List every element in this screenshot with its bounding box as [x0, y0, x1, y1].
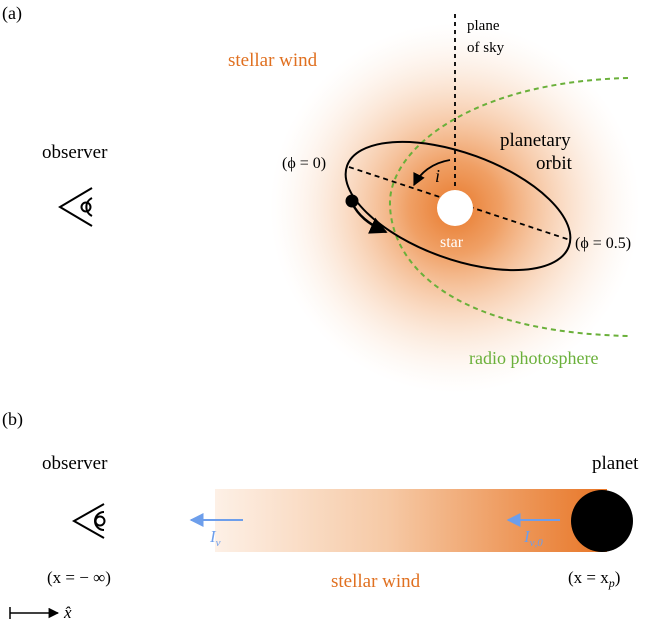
stellar-wind-label: stellar wind: [228, 50, 318, 71]
planet-label: planet: [592, 453, 639, 474]
panel-b: (b) observer planet Iν Iν,0 (x = − ∞) (x…: [2, 409, 639, 622]
observer-label-a: observer: [42, 142, 108, 163]
planetary-orbit-label-2: orbit: [536, 153, 573, 174]
star-label: star: [440, 234, 464, 251]
planet-marker: [345, 194, 359, 208]
line-of-sight-axis: [348, 166, 571, 241]
radio-photosphere-curve: [388, 77, 629, 337]
planet-position-label: (x = xp): [568, 568, 620, 590]
star: [437, 190, 473, 226]
emitted-intensity-label: Iν,0: [523, 527, 543, 549]
phase-05-label: (ϕ = 0.5): [575, 235, 631, 252]
panel-b-label: (b): [2, 409, 23, 430]
inclination-arc: [413, 159, 451, 187]
planetary-orbit: [344, 140, 572, 272]
panel-a-label: (a): [2, 3, 22, 24]
phase-0-label: (ϕ = 0): [282, 155, 326, 172]
observed-intensity-label: Iν: [209, 527, 221, 549]
plane-of-sky-label-2: of sky: [467, 40, 505, 56]
eye-icon: [58, 187, 93, 227]
panel-a: (a) stellar wind plane of sky radio phot…: [2, 3, 640, 393]
plane-of-sky-label-1: plane: [467, 18, 500, 34]
planetary-orbit-label-1: planetary: [500, 130, 571, 151]
inclination-label: i: [435, 166, 440, 186]
radio-photosphere-label: radio photosphere: [469, 348, 598, 368]
observer-label-b: observer: [42, 453, 108, 474]
planet: [571, 490, 633, 552]
stellar-wind-label-b: stellar wind: [331, 571, 421, 592]
observer-position-label: (x = − ∞): [47, 568, 111, 587]
eye-icon: [71, 503, 106, 539]
x-axis-label: x̂: [63, 603, 72, 622]
